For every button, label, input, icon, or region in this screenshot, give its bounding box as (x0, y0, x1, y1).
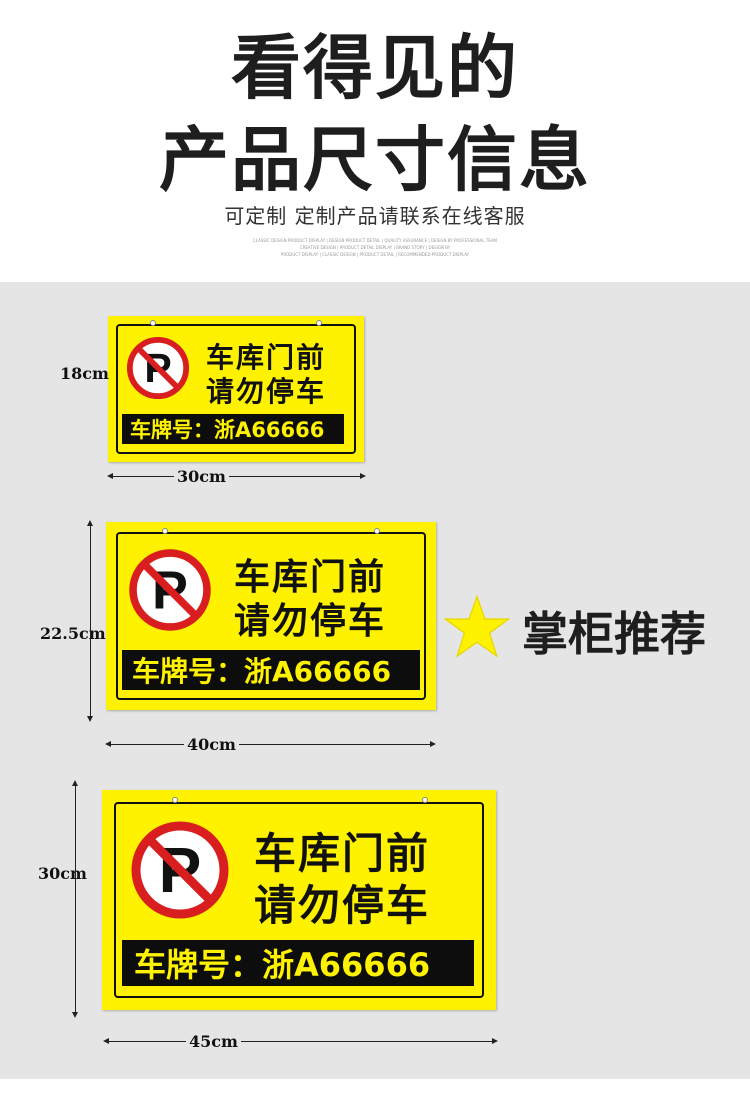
height-label: 18cm (60, 364, 109, 383)
mount-hole (422, 797, 428, 803)
width-dimension-line (110, 744, 432, 745)
height-label: 22.5cm (40, 624, 106, 643)
mount-hole (374, 528, 380, 534)
customization-note: 可定制 定制产品请联系在线客服 (224, 204, 526, 228)
arrow-right-icon (360, 473, 366, 479)
no-parking-icon: P (129, 549, 211, 631)
fine-print-line: PRODUCT DISPLAY | CLASSIC DESIGN | PRODU… (280, 252, 470, 257)
mount-hole (150, 320, 156, 326)
no-parking-icon: P (126, 336, 190, 400)
width-label: 45cm (186, 1032, 241, 1051)
width-label: 30cm (174, 467, 229, 486)
arrow-up-icon (72, 780, 78, 786)
arrow-right-icon (430, 741, 436, 747)
recommend-label: 掌柜推荐 (522, 607, 706, 661)
no-parking-icon: P (131, 821, 229, 919)
width-dimension-line (112, 476, 362, 477)
sign-line1: 车库门前 (234, 557, 387, 598)
sign-line2: 请勿停车 (206, 375, 327, 408)
page-title-line1: 看得见的 (231, 27, 519, 109)
height-label: 30cm (38, 864, 87, 883)
license-plate-field: 车牌号：浙A66666 (122, 414, 344, 444)
sign-line1: 车库门前 (254, 829, 431, 878)
height-dimension-line (75, 786, 76, 1014)
arrow-down-icon (87, 716, 93, 722)
mount-hole (162, 528, 168, 534)
header-section: 看得见的 产品尺寸信息 可定制 定制产品请联系在线客服 CLASSIC DESI… (0, 0, 750, 282)
star-icon (444, 594, 510, 658)
page-title-line2: 产品尺寸信息 (159, 119, 591, 201)
bottom-strip (0, 1079, 750, 1103)
sign-large: P 车库门前 请勿停车 车牌号：浙A66666 (102, 790, 496, 1010)
license-plate-field: 车牌号：浙A66666 (122, 650, 420, 690)
width-label: 40cm (184, 735, 239, 754)
width-dimension-line (108, 1041, 494, 1042)
sign-medium: P 车库门前 请勿停车 车牌号：浙A66666 (106, 522, 436, 710)
sign-line2: 请勿停车 (254, 881, 431, 930)
sign-border (114, 802, 484, 998)
sign-border (116, 324, 356, 454)
mount-hole (172, 797, 178, 803)
mount-hole (316, 320, 322, 326)
sign-line1: 车库门前 (206, 341, 327, 374)
arrow-up-icon (87, 520, 93, 526)
arrow-right-icon (492, 1038, 498, 1044)
arrow-down-icon (72, 1012, 78, 1018)
sign-small: P 车库门前 请勿停车 车牌号：浙A66666 (108, 316, 364, 462)
sign-border (116, 532, 426, 700)
arrow-left-icon (103, 1038, 109, 1044)
fine-print-line: CLASSIC DESIGN PRODUCT DISPLAY | DESIGN … (253, 238, 497, 243)
arrow-left-icon (105, 741, 111, 747)
license-plate-field: 车牌号：浙A66666 (122, 940, 474, 986)
height-dimension-line (90, 526, 91, 720)
sign-line2: 请勿停车 (234, 601, 387, 642)
arrow-left-icon (107, 473, 113, 479)
fine-print-line: CREATIVE DESIGN | PRODUCT DETAIL DISPLAY… (299, 245, 451, 250)
